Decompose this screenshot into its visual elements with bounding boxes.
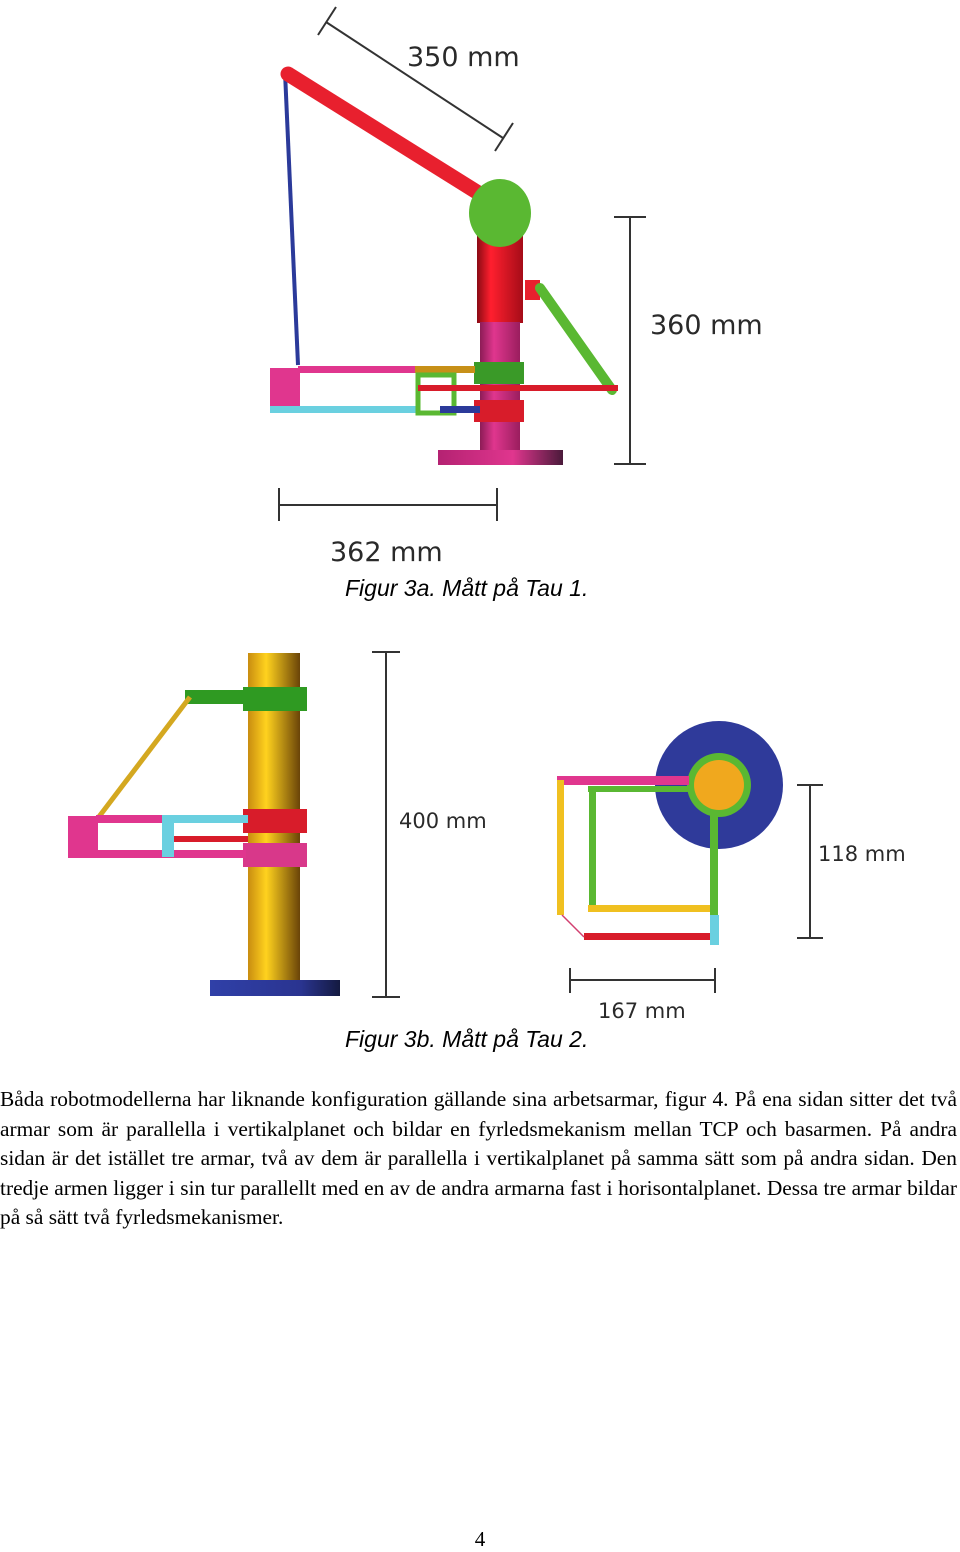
arm-red	[174, 836, 248, 842]
top-tcp-link	[561, 914, 585, 938]
dimension-118-line	[797, 784, 823, 939]
tcp-block-magenta	[270, 368, 300, 410]
top-link-cyan	[710, 915, 719, 945]
top-arm-green	[588, 786, 688, 792]
base-plate	[438, 450, 563, 465]
blue-link-rod	[283, 71, 300, 366]
red-horizontal-rod	[418, 385, 618, 391]
top-arm-green-left	[589, 786, 596, 910]
top-arm-red-bottom	[584, 933, 718, 940]
collar-red	[474, 400, 524, 422]
collar-green	[474, 362, 524, 384]
lower-arm-cyan	[270, 406, 420, 413]
dimension-362-label: 362 mm	[330, 537, 443, 568]
dimension-167-line	[569, 968, 716, 993]
dimension-360-line	[614, 216, 646, 465]
shoulder-joint-green	[469, 179, 531, 247]
dimension-362-line	[278, 488, 498, 521]
dimension-350-line	[317, 6, 514, 152]
arm-cyan-upper	[172, 815, 248, 823]
collar-magenta	[243, 843, 307, 867]
figure-3a-caption: Figur 3a. Mått på Tau 1.	[345, 575, 589, 601]
collar-green	[243, 687, 307, 711]
tcp-block-magenta	[68, 816, 98, 858]
figure-3b-caption: Figur 3b. Mått på Tau 2.	[345, 1026, 589, 1052]
lower-arm-magenta	[298, 366, 418, 373]
dimension-118-label: 118 mm	[818, 842, 906, 866]
dimension-400-label: 400 mm	[399, 809, 487, 833]
lower-arm-magenta	[96, 815, 166, 823]
figure-3a-drawing: 350 mm 360 mm 362 mm	[270, 6, 763, 568]
arm-link-gold	[415, 366, 475, 373]
parallel-frame-green	[415, 372, 457, 416]
top-arm-yellow-bottom	[588, 905, 718, 912]
dimension-350-label: 350 mm	[407, 42, 520, 73]
dimension-360-label: 360 mm	[650, 310, 763, 341]
green-diagonal-arm	[535, 283, 617, 395]
upper-arm-green	[185, 690, 249, 704]
body-paragraph: Båda robotmodellerna har liknande konfig…	[0, 1087, 957, 1230]
top-arm-yellow-left	[557, 780, 564, 915]
top-arm-green-right	[710, 815, 718, 945]
collar-red	[243, 809, 307, 833]
upper-arm-red	[280, 66, 488, 202]
base-plate-navy	[210, 980, 340, 996]
blue-short-link	[440, 406, 480, 413]
tcp-link-cyan	[162, 815, 174, 857]
dimension-167-label: 167 mm	[598, 999, 686, 1023]
diagonal-rod-gold	[96, 695, 192, 820]
figure-3b-drawing: 400 mm 118 mm 167 mm	[68, 651, 906, 1023]
top-arm-magenta	[557, 776, 689, 785]
dimension-400-line	[372, 651, 400, 998]
top-column-gold	[694, 760, 744, 810]
page-number: 4	[474, 1527, 486, 1551]
